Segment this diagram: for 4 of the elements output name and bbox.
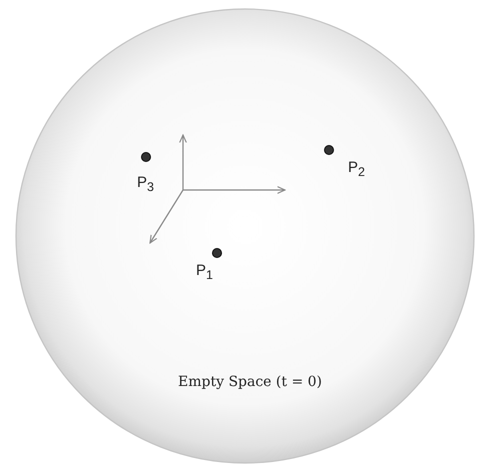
- space-caption: Empty Space (t = 0): [178, 374, 322, 390]
- point-label: P$_{1}$: [196, 262, 213, 282]
- point-label: P$_{3}$: [137, 174, 154, 194]
- point-label: P$_{2}$: [348, 159, 365, 179]
